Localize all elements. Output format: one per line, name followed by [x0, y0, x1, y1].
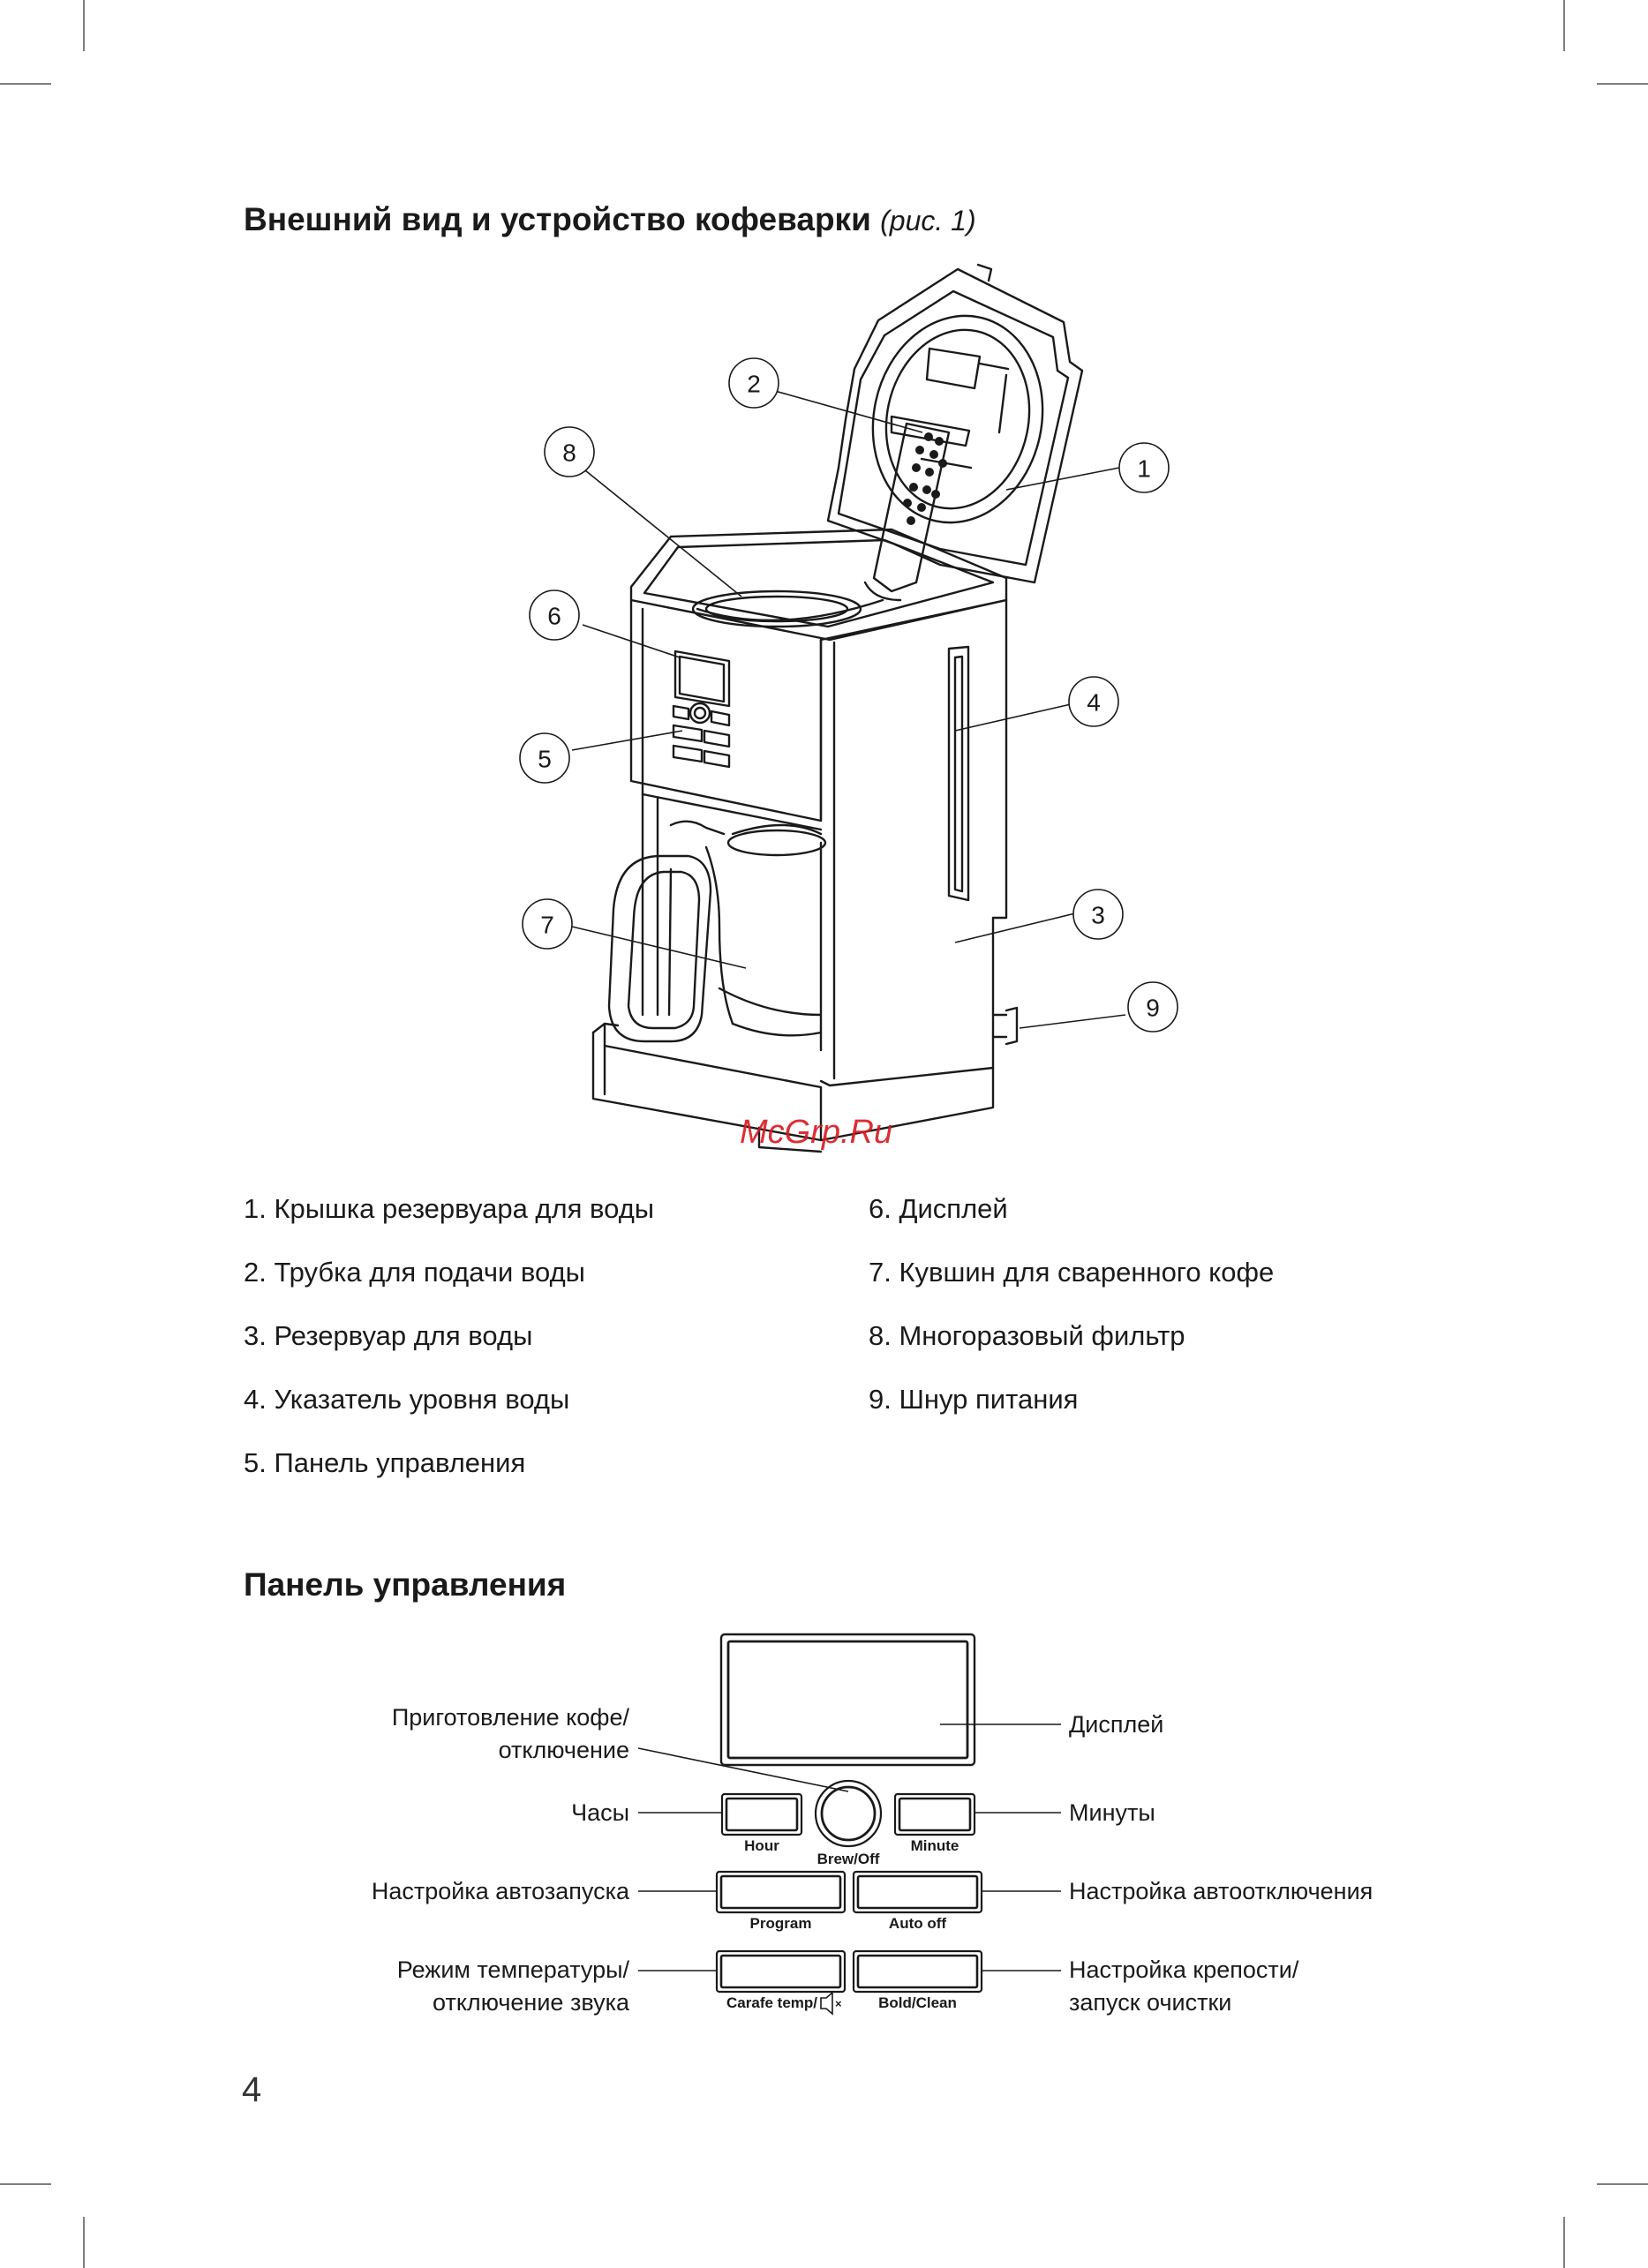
callout-8-circle	[544, 426, 595, 477]
callout-4-number: 4	[1087, 689, 1101, 717]
label-strength-line2: запуск очистки	[1069, 1989, 1232, 2016]
control-panel-title: Панель управления	[244, 1566, 567, 1603]
parts-list-item: 3. Резервуар для воды	[244, 1320, 533, 1351]
brew-knob-inner	[820, 1785, 877, 1842]
callout-8-number: 8	[562, 439, 576, 467]
parts-list-item: 9. Шнур питания	[869, 1384, 1079, 1415]
callout-3-number: 3	[1091, 902, 1105, 929]
label-minutes: Минуты	[1069, 1799, 1155, 1826]
parts-list-item: 4. Указатель уровня воды	[244, 1384, 570, 1415]
program-button-label: Program	[749, 1915, 812, 1932]
callout-1-circle	[1118, 442, 1170, 493]
callout-2-number: 2	[747, 371, 761, 398]
parts-list-item: 5. Панель управления	[244, 1447, 526, 1478]
minute-button[interactable]	[895, 1794, 975, 1835]
label-autooff: Настройка автоотключения	[1069, 1878, 1373, 1904]
display-screen	[726, 1640, 969, 1760]
hour-button-label: Hour	[744, 1837, 779, 1854]
label-brew-line2: отключение	[498, 1737, 629, 1763]
label-strength: Настройка крепости/ запуск очистки	[1069, 1954, 1298, 2019]
display-frame	[719, 1633, 976, 1767]
bold-clean-button[interactable]	[854, 1951, 982, 1992]
label-brew: Приготовление кофе/ отключение	[265, 1701, 629, 1767]
watermark: McGrp.Ru	[740, 1114, 893, 1151]
mute-x-mark: ×	[835, 1997, 842, 2010]
display-area	[721, 1634, 975, 1765]
callout-6-circle	[529, 590, 580, 641]
parts-list-item: 1. Крышка резервуара для воды	[244, 1193, 655, 1224]
carafe-temp-button-label: Carafe temp/	[726, 1994, 817, 2011]
callout-6-number: 6	[547, 603, 561, 630]
section-title-text: Внешний вид и устройство кофеварки	[244, 201, 871, 237]
figure-ref: (рис. 1)	[880, 205, 976, 237]
brew-off-knob[interactable]	[816, 1781, 881, 1846]
page-number: 4	[242, 2070, 262, 2109]
parts-list-item: 7. Кувшин для сваренного кофе	[869, 1257, 1275, 1288]
callout-7-number: 7	[540, 912, 554, 939]
section-title: Внешний вид и устройство кофеварки (рис.…	[244, 201, 976, 238]
callout-9-number: 9	[1146, 995, 1160, 1022]
label-display: Дисплей	[1069, 1711, 1164, 1738]
callout-1-number: 1	[1137, 455, 1151, 483]
callout-5-number: 5	[538, 746, 552, 773]
callout-5-circle	[519, 732, 570, 784]
label-temperature-line2: отключение звука	[433, 1989, 629, 2016]
carafe-temp-button[interactable]	[717, 1951, 845, 1992]
callout-4-circle	[1068, 676, 1119, 727]
callout-3-circle	[1072, 889, 1124, 940]
program-button[interactable]	[717, 1872, 845, 1912]
label-temperature-line1: Режим температуры/	[396, 1956, 629, 1983]
callout-9-circle	[1127, 981, 1178, 1033]
callout-2-circle	[728, 357, 779, 409]
brew-knob-outer	[814, 1779, 883, 1848]
label-temperature: Режим температуры/ отключение звука	[265, 1954, 629, 2019]
bold-clean-button-label: Bold/Clean	[878, 1994, 957, 2011]
parts-list-item: 8. Многоразовый фильтр	[869, 1320, 1185, 1351]
parts-list-item: 6. Дисплей	[869, 1193, 1008, 1224]
brew-off-button-label: Brew/Off	[816, 1851, 880, 1867]
auto-off-button-label: Auto off	[888, 1915, 947, 1932]
mute-icon	[820, 1991, 833, 2016]
label-brew-line1: Приготовление кофе/	[391, 1704, 629, 1731]
label-strength-line1: Настройка крепости/	[1069, 1956, 1299, 1983]
auto-off-button[interactable]	[854, 1872, 982, 1912]
label-clock: Часы	[571, 1799, 629, 1826]
parts-list-item: 2. Трубка для подачи воды	[244, 1257, 585, 1288]
minute-button-label: Minute	[910, 1837, 959, 1854]
label-autostart: Настройка автозапуска	[371, 1878, 629, 1904]
hour-button[interactable]	[722, 1794, 801, 1835]
callout-7-circle	[522, 898, 573, 950]
